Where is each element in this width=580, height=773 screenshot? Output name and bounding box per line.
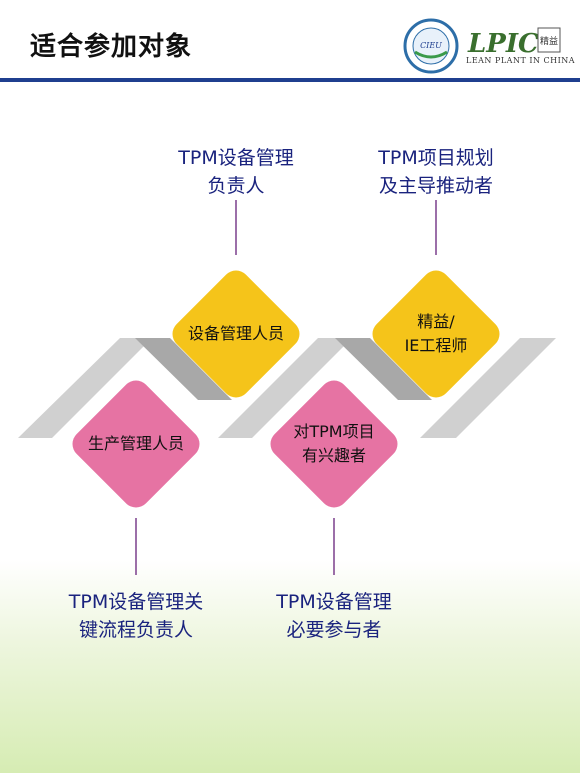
slide-header: 适合参加对象 CIEU LPIC 精益 LEAN PLANT IN CHINA — [0, 0, 580, 100]
diamond-label-1: 设备管理人员 — [187, 324, 284, 343]
diamond-label-2: 精益/ IE工程师 — [404, 312, 468, 355]
ribbon-segment-3 — [218, 338, 352, 438]
diamond-label-4: 对TPM项目 有兴趣者 — [293, 422, 375, 465]
ribbon-segment-1 — [18, 338, 152, 438]
lpic-subtitle: LEAN PLANT IN CHINA — [466, 56, 576, 65]
caption-1: TPM设备管理 负责人 — [178, 147, 294, 197]
caption-3: TPM设备管理关 键流程负责人 — [68, 591, 204, 641]
lpic-logo: LPIC 精益 — [467, 27, 561, 59]
diamond-4 — [270, 380, 398, 508]
ribbon-segment-2 — [135, 338, 232, 400]
cieu-logo: CIEU — [403, 18, 459, 74]
ribbon-segment-4 — [335, 338, 432, 400]
diamond-3 — [72, 380, 200, 508]
diamond-label-3: 生产管理人员 — [87, 434, 184, 453]
caption-2: TPM项目规划 及主导推动者 — [378, 147, 494, 197]
svg-text:精益: 精益 — [540, 35, 558, 47]
title-rule — [0, 78, 580, 82]
diamond-1 — [172, 270, 300, 398]
caption-4: TPM设备管理 必要参与者 — [276, 591, 392, 641]
svg-text:CIEU: CIEU — [420, 41, 442, 50]
ribbon-segment-5 — [420, 338, 556, 438]
slide-title: 适合参加对象 — [30, 32, 193, 62]
svg-text:LPIC: LPIC — [467, 29, 539, 59]
diamond-2 — [372, 270, 500, 398]
